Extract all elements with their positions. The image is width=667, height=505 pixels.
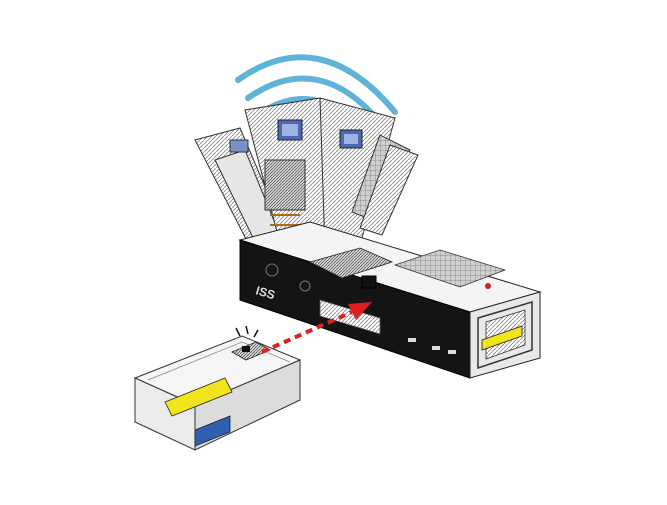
rack-label: ISS [254,283,276,302]
link-arrow-icon [261,302,372,354]
device-blue-panel [194,415,231,447]
device-label-plate [164,377,233,417]
electronics-card-stack [194,97,419,271]
antenna-indicator-icon [235,325,259,338]
rack-label-plate [481,325,523,351]
portable-device [133,325,302,451]
card-frame-right [359,144,419,236]
electronics-card-center [244,97,331,263]
